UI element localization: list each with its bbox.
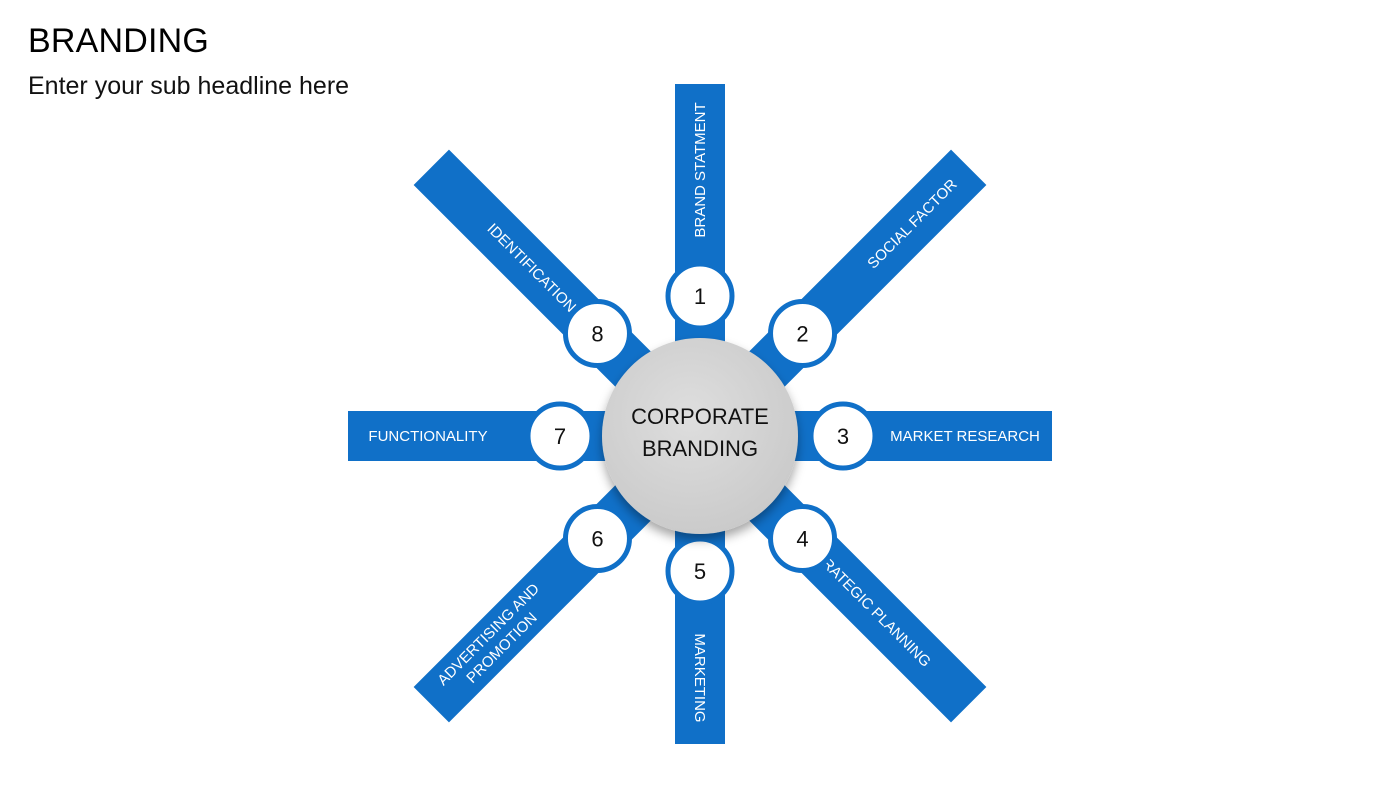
- center-hub: CORPORATE BRANDING: [602, 338, 798, 534]
- number-badge-circle: [665, 536, 735, 606]
- page-title: BRANDING: [28, 22, 210, 60]
- number-badge-circle: [562, 298, 632, 368]
- number-badge-text: 1: [694, 284, 706, 309]
- center-hub-circle: [602, 338, 798, 534]
- spoke-label-1: BRAND STATMENT: [692, 102, 709, 237]
- spoke-label-line: BRAND STATMENT: [692, 102, 709, 237]
- number-badge-1: 1: [665, 261, 735, 331]
- number-badge-4: 4: [768, 504, 838, 574]
- number-badge-text: 7: [554, 424, 566, 449]
- spoke-label-line: MARKETING: [691, 633, 708, 722]
- number-badge-circle: [525, 401, 595, 471]
- number-badge-circle: [768, 504, 838, 574]
- number-badge-text: 3: [837, 424, 849, 449]
- number-badge-text: 5: [694, 559, 706, 584]
- spoke-label-line: FUNCTIONALITY: [368, 428, 487, 445]
- page-subtitle: Enter your sub headline here: [28, 72, 350, 100]
- spoke-badges: 1 2 3 4 5 6 7 8: [525, 261, 878, 606]
- number-badge-circle: [562, 504, 632, 574]
- number-badge-circle: [768, 298, 838, 368]
- number-badge-3: 3: [808, 401, 878, 471]
- center-label-line1: CORPORATE: [631, 404, 769, 429]
- number-badge-7: 7: [525, 401, 595, 471]
- spoke-label-3: MARKET RESEARCH: [890, 428, 1040, 445]
- number-badge-text: 6: [591, 527, 603, 552]
- number-badge-5: 5: [665, 536, 735, 606]
- number-badge-8: 8: [562, 298, 632, 368]
- number-badge-circle: [665, 261, 735, 331]
- spoke-label-line: MARKET RESEARCH: [890, 428, 1040, 445]
- spoke-label-7: FUNCTIONALITY: [368, 428, 487, 445]
- number-badge-6: 6: [562, 504, 632, 574]
- number-badge-text: 2: [796, 321, 808, 346]
- number-badge-text: 4: [796, 527, 808, 552]
- spoke-label-5: MARKETING: [691, 633, 708, 722]
- number-badge-circle: [808, 401, 878, 471]
- center-label-line2: BRANDING: [642, 436, 758, 461]
- number-badge-2: 2: [768, 298, 838, 368]
- number-badge-text: 8: [591, 321, 603, 346]
